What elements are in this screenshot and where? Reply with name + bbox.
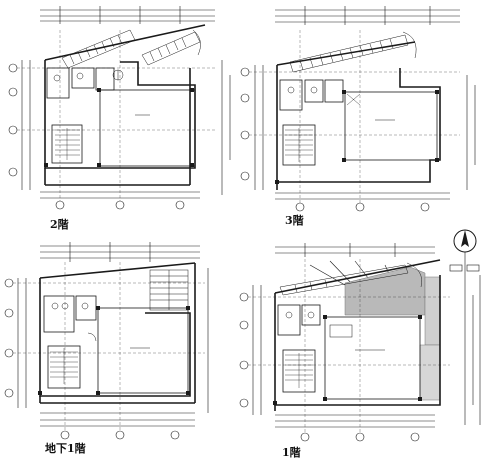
floor-plan-1f-drawing (239, 229, 481, 442)
toilet-icon (51, 302, 59, 310)
toilet-icon (53, 74, 61, 82)
floor-plan-2f-drawing (8, 6, 231, 210)
floor-plan-b1f (0, 238, 245, 443)
grid-bubble-icon (4, 278, 180, 440)
grid-bubble-icon (239, 292, 420, 442)
north-arrow-icon (453, 229, 477, 425)
toilet-icon (285, 311, 293, 319)
stair-icon (55, 128, 80, 160)
floor-plan-b1f-drawing (4, 242, 209, 440)
stair-icon (285, 353, 313, 388)
floor-plan-3f (235, 0, 500, 215)
column-icon (275, 90, 439, 184)
column-icon (273, 315, 422, 405)
floor-label-2f: 2階 (50, 218, 69, 231)
stair-icon (285, 93, 361, 162)
column-icon (38, 306, 190, 395)
grid-bubble-icon (240, 67, 430, 212)
floor-label-3f: 3階 (285, 214, 304, 227)
column-icon (44, 88, 194, 167)
floor-label-b1f: 地下1階 (45, 442, 86, 455)
floor-plan-2f (0, 0, 245, 215)
floor-plan-1f (235, 225, 500, 445)
floor-plan-3f-drawing (240, 6, 476, 212)
stair-icon (50, 348, 78, 384)
toilet-icon (287, 86, 295, 94)
floor-label-1f: 1階 (282, 446, 301, 459)
